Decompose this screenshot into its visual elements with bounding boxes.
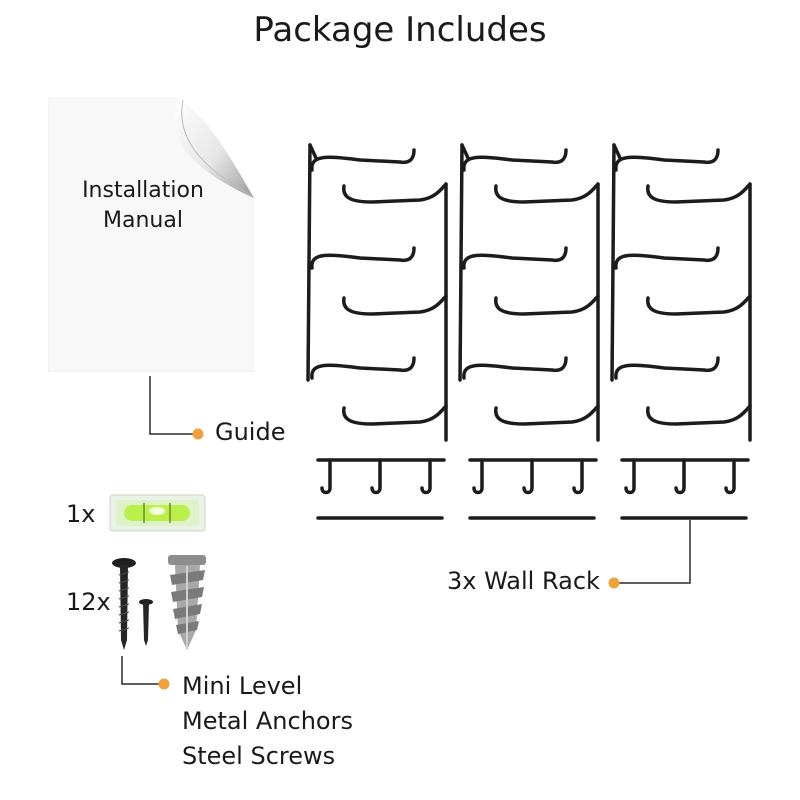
wall-rack-2 — [458, 143, 600, 520]
manual-label: Installation Manual — [48, 176, 238, 236]
steel-screw-icon — [112, 558, 136, 650]
guide-label: Guide — [215, 418, 286, 446]
wall-rack-3 — [610, 143, 752, 520]
wall-rack-label: 3x Wall Rack — [447, 567, 600, 595]
installation-manual-icon — [48, 98, 254, 372]
part-metal-anchors: Metal Anchors — [182, 707, 353, 735]
steel-screw-small-icon — [139, 599, 153, 646]
manual-line-1: Installation — [82, 178, 204, 203]
part-mini-level: Mini Level — [182, 672, 303, 700]
manual-line-2: Manual — [103, 208, 183, 233]
part-steel-screws: Steel Screws — [182, 742, 336, 770]
wall-rack-1 — [306, 143, 448, 520]
level-count-label: 1x — [66, 500, 96, 528]
parts-list: Mini Level Metal Anchors Steel Screws — [182, 669, 353, 774]
page-title: Package Includes — [253, 10, 547, 50]
rack-bullet — [608, 577, 620, 589]
metal-anchor-icon — [168, 555, 206, 650]
guide-bullet — [192, 428, 204, 440]
parts-bullet — [158, 678, 170, 690]
hardware-count-label: 12x — [66, 588, 111, 616]
